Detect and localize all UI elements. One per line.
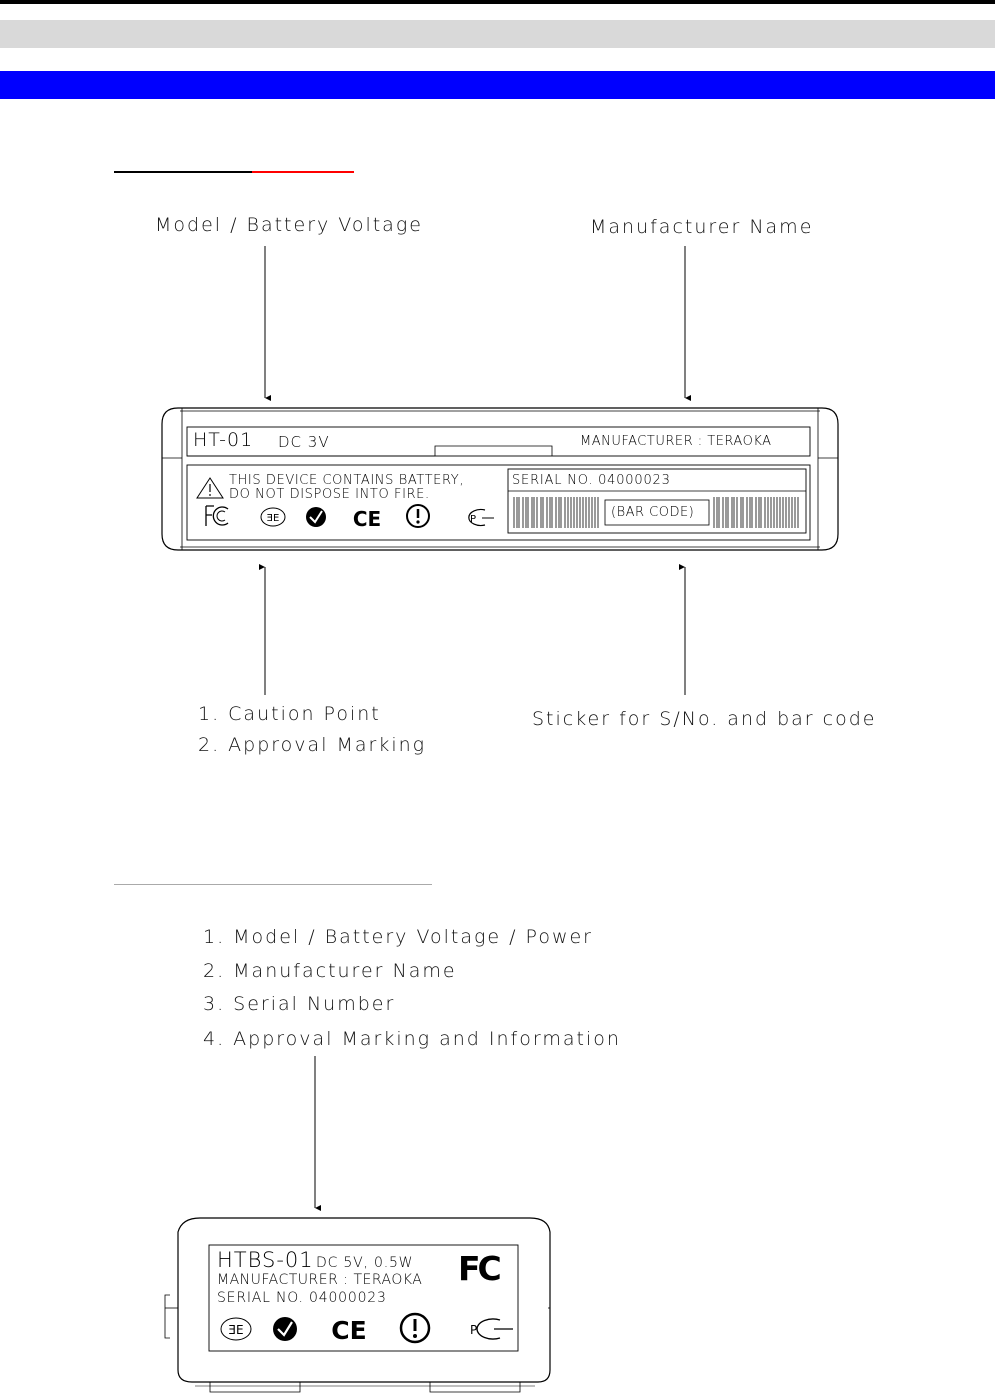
dl-mark-icon: ƎΕ <box>260 507 286 527</box>
section2-heading-underline <box>114 884 432 885</box>
device2-serial: SERIAL NO. 04000023 <box>217 1290 387 1306</box>
callout-sticker: Sticker for S/No. and bar code <box>532 708 877 730</box>
device1-serial: SERIAL NO. 04000023 <box>512 473 671 488</box>
callout-model-voltage: Model / Battery Voltage <box>155 214 423 236</box>
header-blue-band <box>0 71 995 99</box>
section1-heading-underline-black <box>114 171 254 173</box>
callout-caution-point: 1. Caution Point <box>198 703 381 725</box>
barcode-label-box <box>604 499 710 526</box>
device2-power: DC 5V, 0.5W <box>316 1255 414 1271</box>
ce-mark-icon: CE <box>331 1316 366 1345</box>
device1-caution-line1: THIS DEVICE CONTAINS BATTERY, <box>229 473 465 488</box>
device1-model: HT-01 <box>193 429 254 451</box>
device1-barcode-label: (BAR CODE) <box>611 505 695 520</box>
header-gray-band <box>0 20 995 48</box>
barcode-right <box>713 497 799 528</box>
pct-mark-icon: P <box>470 1318 513 1340</box>
svg-text:ƎΕ: ƎΕ <box>267 513 280 524</box>
figure2-drawing: ƎΕ CE P <box>164 1056 551 1393</box>
caution-triangle-icon <box>196 477 224 499</box>
figure1-drawing: ƎΕ CE P <box>161 246 839 695</box>
dl-mark-icon: ƎΕ <box>220 1317 252 1341</box>
c-tick-icon <box>306 507 326 527</box>
ce-mark-icon: CE <box>353 507 381 531</box>
top-rule <box>0 0 995 4</box>
c-tick-icon <box>273 1317 297 1341</box>
svg-text:P: P <box>470 1323 477 1337</box>
device-lower-panel <box>186 464 811 541</box>
callout-manufacturer-name: Manufacturer Name <box>590 216 814 238</box>
base-station-label-box <box>208 1244 519 1352</box>
pct-mark-icon: P <box>468 508 494 527</box>
base-station-outline <box>177 1217 551 1383</box>
svg-text:CE: CE <box>331 1316 366 1345</box>
device1-manufacturer: MANUFACTURER : TERAOKA <box>580 434 772 449</box>
svg-text:ƎΕ: ƎΕ <box>228 1323 243 1337</box>
figure2-list-item-2: 2. Manufacturer Name <box>203 960 457 982</box>
device-top-label-box <box>186 426 811 457</box>
figure2-list-item-4: 4. Approval Marking and Information <box>203 1028 621 1050</box>
device-body-outline <box>161 407 839 551</box>
device2-model: HTBS-01 <box>217 1248 314 1272</box>
device1-caution-line2: DO NOT DISPOSE INTO FIRE. <box>229 487 430 502</box>
device1-voltage: DC 3V <box>278 433 330 451</box>
barcode-left <box>513 497 599 528</box>
figure2-list-item-1: 1. Model / Battery Voltage / Power <box>203 926 593 948</box>
svg-text:P: P <box>470 514 476 525</box>
figure2-list-item-3: 3. Serial Number <box>203 993 396 1015</box>
device2-manufacturer: MANUFACTURER : TERAOKA <box>217 1272 423 1288</box>
warning-circle-icon <box>399 1312 431 1344</box>
fcc-icon <box>205 505 229 526</box>
fcc-icon: FC <box>458 1249 502 1288</box>
warning-circle-icon <box>406 504 430 528</box>
section1-heading-underline-red <box>252 171 354 173</box>
svg-text:CE: CE <box>353 507 381 531</box>
callout-approval-marking: 2. Approval Marking <box>198 734 427 756</box>
serial-sticker-box <box>507 468 807 534</box>
